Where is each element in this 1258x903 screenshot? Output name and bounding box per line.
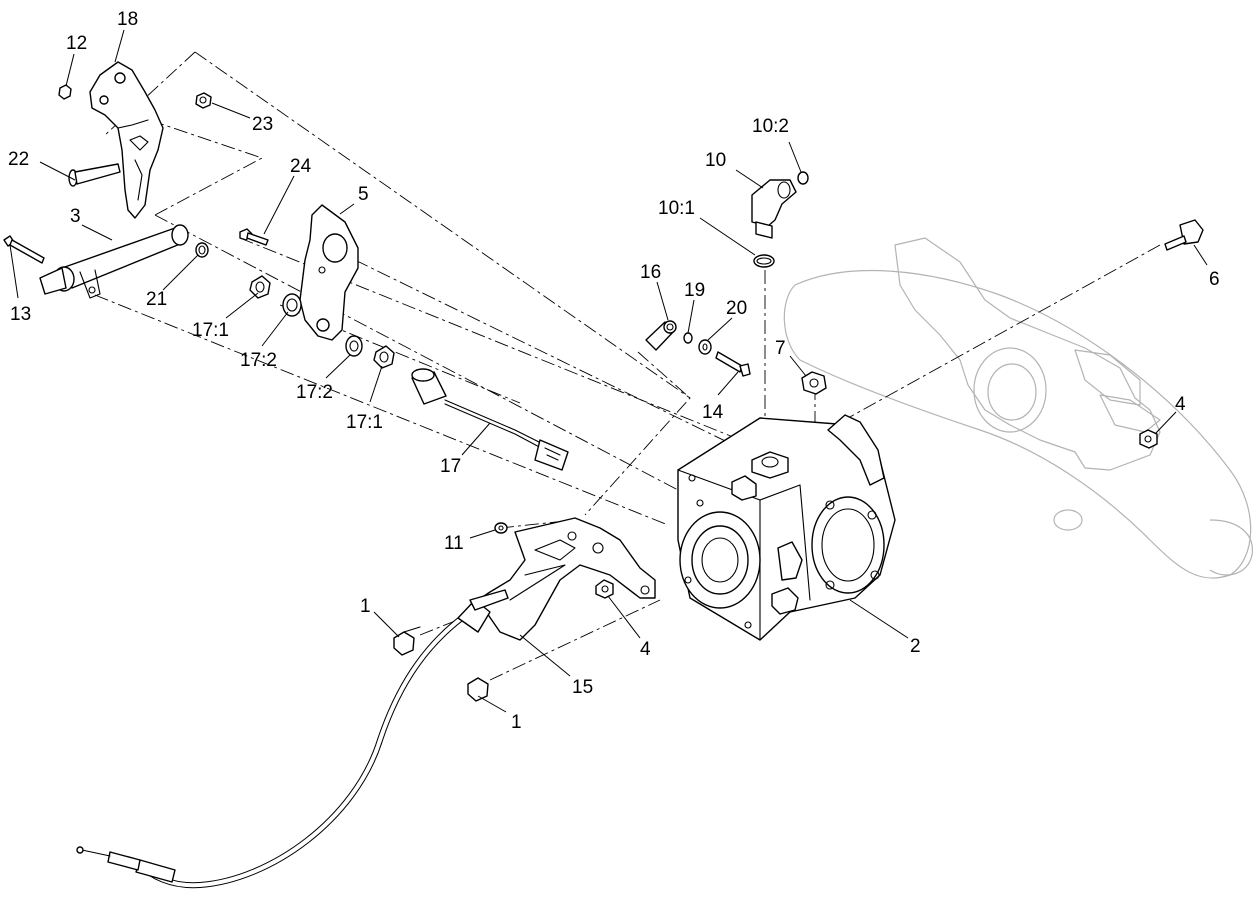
callout-19: 19 [684, 280, 705, 301]
nut-17-1-a-part [249, 275, 271, 299]
callout-14: 14 [702, 402, 724, 423]
callout-11: 11 [444, 533, 464, 554]
mounting-plate-5-part [299, 204, 359, 341]
callout-labels: 18 12 23 22 3 13 21 24 5 17:1 17:2 17:2 … [8, 9, 1220, 733]
o-ring-10-1-part [753, 254, 775, 268]
callout-4-b: 4 [640, 639, 651, 660]
flange-nut-4-b-part [595, 579, 614, 599]
callout-21: 21 [146, 289, 167, 310]
callout-17-1-b: 17:1 [346, 412, 383, 433]
nut-17-1-b-part [373, 345, 395, 369]
callout-24: 24 [290, 156, 312, 177]
callout-22: 22 [8, 149, 29, 170]
washer-17-2-a-part [282, 293, 302, 317]
speed-sensor-17-part [411, 368, 569, 471]
callout-17-2-b: 17:2 [296, 382, 333, 403]
callout-10-2: 10:2 [752, 116, 789, 137]
callout-16: 16 [640, 262, 661, 283]
elbow-fitting-10-part [751, 179, 797, 239]
callout-4-a: 4 [1175, 394, 1186, 415]
flange-bolt-1-b-part [467, 677, 489, 702]
clevis-pin-part [68, 163, 121, 187]
rod-end-16-part [645, 320, 677, 351]
bolt-6-part [1164, 219, 1204, 251]
callout-3: 3 [70, 206, 81, 227]
callout-17-2-a: 17:2 [240, 350, 277, 371]
frame-ghost-outline [783, 237, 1253, 579]
callout-13: 13 [10, 304, 31, 325]
callout-17: 17 [440, 456, 461, 477]
bolt-24-part [239, 228, 269, 246]
bolt-13-part [3, 235, 45, 264]
actuator-cylinder-part [39, 224, 189, 299]
flange-nut-7-part [801, 371, 827, 395]
control-cable-part [76, 589, 509, 889]
cable-bracket-15-part [477, 517, 656, 641]
callout-23: 23 [252, 114, 273, 135]
callout-12: 12 [66, 33, 87, 54]
callout-10-1: 10:1 [658, 198, 695, 219]
callout-10: 10 [705, 150, 726, 171]
callout-18: 18 [117, 9, 138, 30]
callout-1-b: 1 [511, 712, 522, 733]
callout-15: 15 [572, 677, 593, 698]
callout-2: 2 [910, 636, 921, 657]
o-ring-10-2-part [797, 171, 809, 185]
flange-nut-4-a-part [1139, 429, 1158, 449]
callout-17-1-a: 17:1 [192, 320, 229, 341]
hex-nut-23-part [195, 92, 212, 109]
snap-ring-21-part [195, 242, 209, 258]
washer-19-part [683, 332, 693, 344]
bolt-14-part [715, 351, 751, 377]
washer-20-part [698, 339, 712, 355]
callout-7: 7 [775, 338, 786, 359]
flange-bolt-1-a-part [393, 626, 421, 656]
washer-17-2-b-part [345, 335, 363, 357]
hex-nut-12-part [58, 84, 72, 100]
control-lever-part [89, 61, 164, 219]
callout-1-a: 1 [360, 596, 371, 617]
pump-housing-2-part [677, 414, 896, 641]
washer-11-part [494, 522, 508, 534]
leader-lines [9, 29, 1208, 713]
callout-5: 5 [358, 184, 369, 205]
callout-20: 20 [726, 298, 747, 319]
callout-6: 6 [1209, 269, 1220, 290]
